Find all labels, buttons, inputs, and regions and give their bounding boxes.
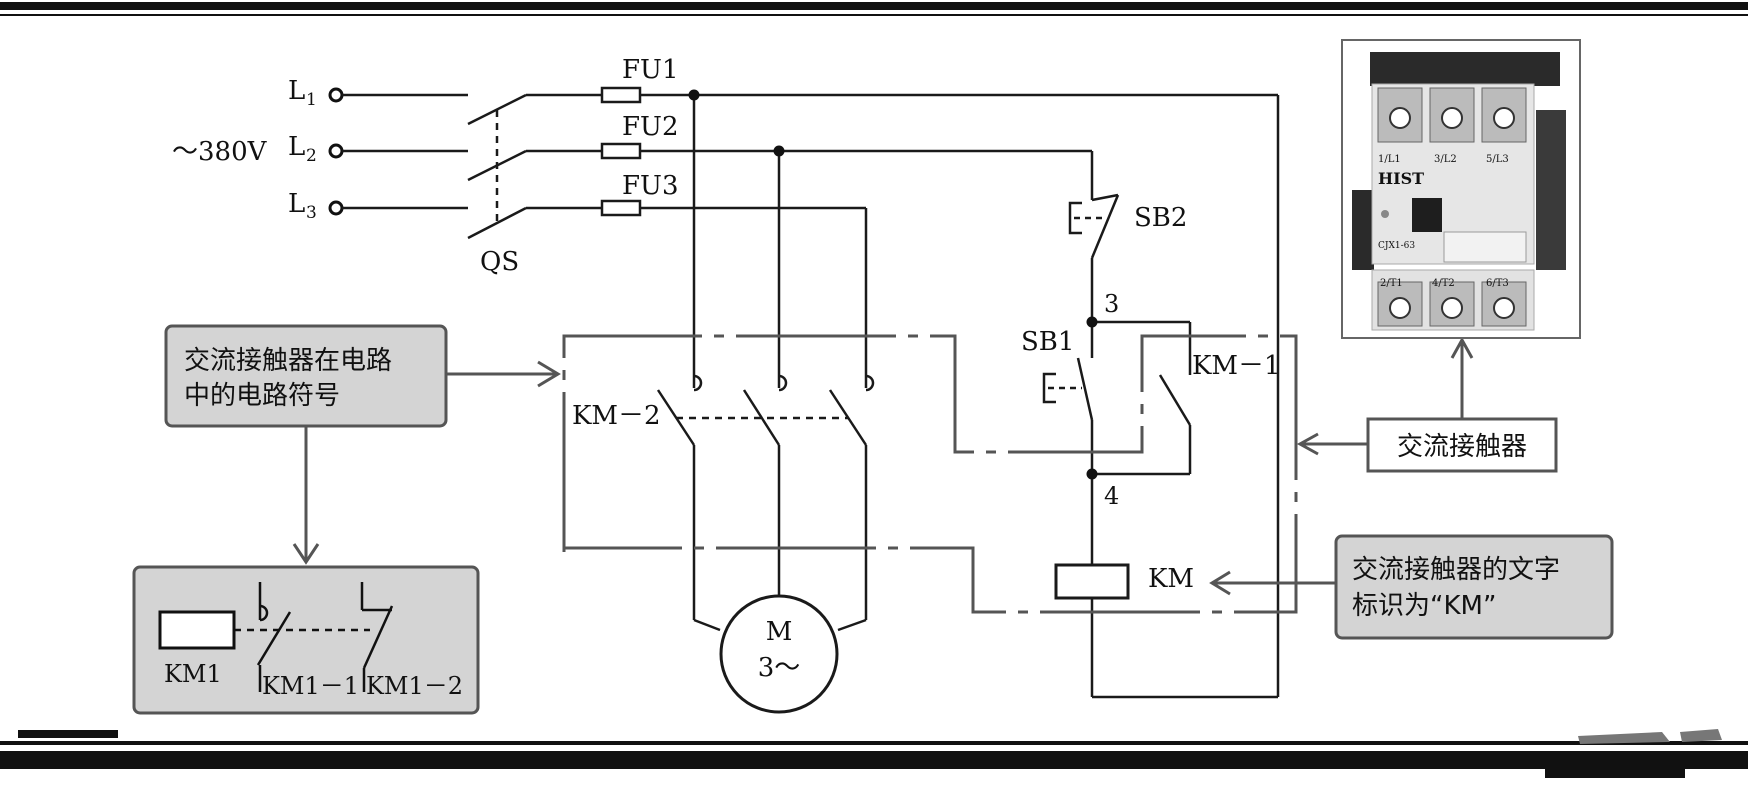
- fuses: [600, 86, 642, 217]
- l2-subscript: 2: [306, 146, 317, 166]
- fu3-label: FU3: [622, 171, 679, 201]
- callout-text-id-box: [1334, 534, 1614, 640]
- junction-node4: [1086, 468, 1098, 480]
- sb1-label: SB1: [1021, 327, 1074, 357]
- callout-symbol-line1: 交流接触器在电路: [184, 346, 392, 376]
- motor-symbol: [719, 594, 839, 714]
- junction-l1: [688, 89, 700, 101]
- photo-term-bottom-2: 4/T2: [1432, 278, 1455, 289]
- contactor-photo: 1/L1 3/L2 5/L3 2/T1 4/T2 6/T3 CJX1-63 HI…: [1341, 39, 1581, 339]
- legend-coil-label: KM1: [164, 660, 222, 688]
- motor-phase-label: 3～: [758, 653, 801, 683]
- arrow-contactor: [1296, 336, 1474, 456]
- km-main-contact-label: KM－2: [572, 401, 661, 431]
- junction-node3: [1086, 316, 1098, 328]
- fu1-label: FU1: [622, 55, 679, 85]
- photo-term-bottom-3: 6/T3: [1486, 278, 1509, 289]
- km-aux-contact-label: KM－1: [1192, 351, 1281, 381]
- terminal-l1: [328, 87, 344, 103]
- l3-label: L: [288, 189, 305, 219]
- node3-label: 3: [1104, 290, 1119, 318]
- photo-term-top-1: 1/L1: [1378, 154, 1401, 165]
- fuse-fu3: [600, 199, 642, 217]
- callout-symbol: 交流接触器在电路 中的电路符号: [164, 324, 448, 428]
- power-wiring: [342, 93, 1280, 699]
- km-coil-symbol: [1054, 563, 1130, 600]
- symbol-legend: KM1 KM1－1 KM1－2: [132, 565, 480, 715]
- contact-arc-symbols: [693, 374, 875, 392]
- fu2-label: FU2: [622, 112, 679, 142]
- legend-contact1-label: KM1－1: [262, 672, 359, 700]
- callout-symbol-box: [164, 324, 448, 428]
- legend-contacts: [234, 582, 394, 692]
- photo-model: CJX1-63: [1378, 241, 1415, 251]
- callout-outlines: [562, 334, 1298, 614]
- component-labels: FU1 FU2 FU3 QS SB2 SB1 3 4 KM－2 KM－1 KM …: [480, 55, 1281, 683]
- km-coil-label: KM: [1148, 564, 1194, 594]
- callout-text-id: 交流接触器的文字 标识为“KM”: [1334, 534, 1614, 640]
- junction-dots: [688, 89, 1098, 480]
- fuse-fu2: [600, 142, 642, 160]
- photo-term-top-3: 5/L3: [1486, 154, 1509, 165]
- qs-label: QS: [480, 247, 519, 277]
- sb1-actuator: [1042, 372, 1082, 404]
- sb2-label: SB2: [1134, 203, 1187, 233]
- callout-text-id-line1: 交流接触器的文字: [1352, 555, 1560, 585]
- callout-symbol-line2: 中的电路符号: [184, 381, 340, 411]
- photo-term-top-2: 3/L2: [1434, 154, 1457, 165]
- l3-subscript: 3: [306, 203, 317, 223]
- source-terminals: L 1 L 2 L 3 ～380V: [172, 76, 344, 223]
- node4-label: 4: [1104, 482, 1119, 510]
- l2-label: L: [288, 132, 305, 162]
- terminal-l2: [328, 143, 344, 159]
- motor-m-label: M: [766, 617, 793, 647]
- symbol-legend-box: [132, 565, 480, 715]
- l1-subscript: 1: [306, 90, 317, 110]
- arrow-text-id: [1209, 570, 1336, 596]
- legend-coil-symbol: [158, 610, 236, 650]
- callout-contactor-box: [1366, 417, 1558, 473]
- sb2-actuator: [1068, 201, 1104, 235]
- terminal-l3: [328, 200, 344, 216]
- voltage-label: ～380V: [172, 137, 268, 167]
- photo-brand: HIST: [1378, 169, 1424, 188]
- junction-l2: [773, 145, 785, 157]
- arrow-symbol-down: [292, 426, 320, 565]
- fuse-fu1: [600, 86, 642, 104]
- callout-text-id-line2: 标识为“KM”: [1352, 591, 1496, 621]
- photo-term-bottom-1: 2/T1: [1380, 278, 1403, 289]
- legend-contact2-label: KM1－2: [366, 672, 463, 700]
- callout-contactor-label: 交流接触器: [1397, 432, 1527, 462]
- callout-contactor: 交流接触器: [1366, 417, 1558, 473]
- l1-label: L: [288, 76, 305, 106]
- arrow-symbol-to-contacts: [446, 360, 561, 388]
